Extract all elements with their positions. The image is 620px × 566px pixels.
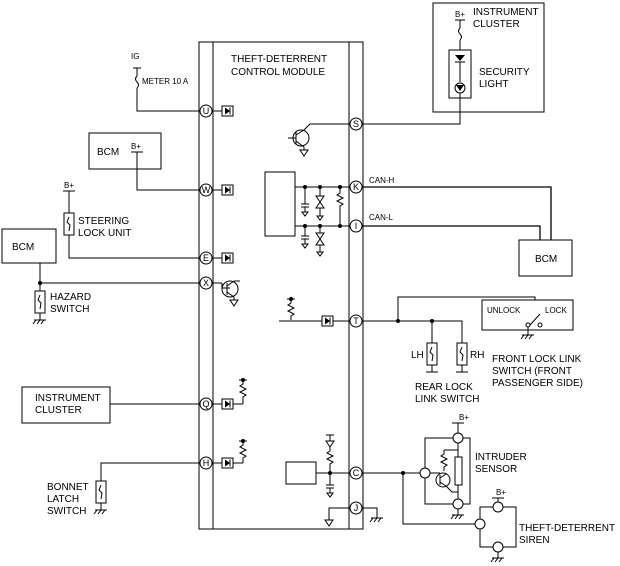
instrument-cluster-left-line2: CLUSTER	[35, 405, 82, 416]
pin-c-driver-box	[285, 461, 317, 485]
steering-lock-circuit: B+ STEERING LOCK UNIT E	[63, 181, 234, 265]
module-outline	[198, 41, 364, 530]
svg-text:U: U	[203, 106, 210, 116]
can-circuit: K I CAN-H CAN-L BCM	[264, 171, 573, 277]
security-light-diode-icon	[455, 55, 465, 61]
can-h-label: CAN-H	[369, 176, 395, 185]
instrument-cluster-top-line2: CLUSTER	[473, 19, 520, 30]
bcm-left-hazard-circuit: BCM HAZARD SWITCH X	[1, 228, 240, 325]
svg-text:K: K	[353, 182, 359, 192]
instrument-cluster-top-line1: INSTRUMENT	[473, 7, 539, 18]
bonnet-latch-circuit: BONNET LATCH SWITCH H	[47, 439, 248, 517]
lock-link-circuit: T UNLOCK LOCK FRONT LOCK LINK SWITCH (FR…	[279, 296, 583, 405]
steering-bplus: B+	[64, 181, 74, 190]
bcm-top-bplus: B+	[131, 142, 141, 151]
front-lock-link-line2: SWITCH (FRONT	[492, 366, 572, 377]
intruder-siren-circuit: C B+ INTRUDER SENSOR B+	[285, 413, 615, 563]
siren-line1: THEFT-DETERRENT	[519, 523, 615, 534]
bcm-left-box	[1, 228, 57, 264]
instrument-cluster-left-line1: INSTRUMENT	[35, 393, 101, 404]
bcm-top: BCM B+ W	[88, 132, 234, 197]
intruder-sensor-line2: SENSOR	[475, 464, 517, 475]
lock-label: LOCK	[545, 306, 567, 315]
steering-lock-line1: STEERING	[78, 216, 129, 227]
ig-label: IG	[131, 52, 139, 61]
bcm-right-label: BCM	[535, 254, 557, 265]
instrument-cluster-left-circuit: INSTRUMENT CLUSTER Q	[21, 378, 248, 424]
front-lock-link-line1: FRONT LOCK LINK	[492, 354, 582, 365]
svg-text:C: C	[353, 468, 360, 478]
rear-lock-lh-label: LH	[411, 350, 424, 361]
bcm-top-label: BCM	[97, 147, 119, 158]
bcm-right-box	[518, 239, 573, 277]
bonnet-switch-line2: LATCH	[47, 494, 79, 505]
svg-text:E: E	[203, 253, 209, 263]
rear-lock-link-line1: REAR LOCK	[415, 382, 473, 393]
svg-text:Q: Q	[202, 399, 209, 409]
module-title-line2: CONTROL MODULE	[231, 67, 325, 78]
intruder-sensor-transistor-icon	[435, 472, 451, 488]
module-title-line1: THEFT-DETERRENT	[231, 54, 327, 65]
pin-s-circuit: S	[288, 117, 363, 157]
svg-text:W: W	[202, 185, 211, 195]
steering-lock-line2: LOCK UNIT	[78, 228, 131, 239]
pin-u	[199, 104, 213, 118]
pin-e	[199, 251, 213, 265]
meter-fuse-icon	[135, 75, 139, 89]
can-termination-resistor-icon	[335, 187, 345, 226]
bplus-label-cluster: B+	[455, 10, 465, 19]
security-light-line2: LIGHT	[479, 79, 508, 90]
svg-text:X: X	[203, 278, 209, 288]
pin-c-resistor-icon	[325, 450, 335, 473]
pin-j-circuit: J	[324, 501, 383, 527]
bonnet-switch-line3: SWITCH	[47, 506, 86, 517]
pin-w	[199, 183, 213, 197]
siren-bplus: B+	[496, 488, 506, 497]
svg-text:S: S	[353, 119, 359, 129]
front-lock-link-switch-box	[481, 299, 574, 331]
intruder-bplus: B+	[459, 413, 469, 422]
instrument-cluster-top: INSTRUMENT CLUSTER B+ SECURITY LIGHT	[356, 2, 545, 125]
can-l-label: CAN-L	[369, 213, 394, 222]
svg-text:I: I	[355, 221, 358, 231]
hazard-switch-line1: HAZARD	[50, 292, 91, 303]
unlock-label: UNLOCK	[487, 306, 521, 315]
instrument-cluster-left-box	[21, 386, 111, 424]
bonnet-switch-line1: BONNET	[47, 482, 89, 493]
rear-lock-link-line2: LINK SWITCH	[415, 394, 479, 405]
ig-supply-circuit: IG METER 10 A U	[131, 52, 234, 118]
rear-lock-rh-label: RH	[470, 350, 484, 361]
intruder-sensor-box	[424, 437, 471, 505]
bcm-top-box	[88, 132, 162, 170]
cluster-fuse-icon	[458, 27, 462, 41]
bcm-left-label: BCM	[12, 242, 34, 253]
front-lock-link-switch-contact-icon	[529, 313, 541, 326]
pin-h	[199, 456, 213, 470]
theft-deterrent-control-module: THEFT-DETERRENT CONTROL MODULE	[198, 41, 364, 530]
theft-deterrent-siren-box	[479, 506, 517, 548]
security-light-line1: SECURITY	[479, 67, 530, 78]
meter-fuse-label: METER 10 A	[142, 77, 189, 86]
intruder-sensor-element-icon	[454, 456, 463, 486]
svg-text:J: J	[354, 503, 359, 513]
pin-x-transistor-icon	[221, 280, 239, 298]
siren-line2: SIREN	[519, 535, 550, 546]
pin-h-pullup-resistor-icon	[238, 441, 248, 463]
pin-s-ground-icon	[299, 149, 309, 157]
pin-t-pullup-resistor-icon	[286, 299, 296, 320]
hazard-switch-line2: SWITCH	[50, 304, 89, 315]
can-transceiver-box	[264, 171, 296, 237]
intruder-sensor-line1: INTRUDER	[475, 452, 527, 463]
svg-text:T: T	[353, 316, 359, 326]
svg-text:H: H	[203, 458, 210, 468]
pin-q	[199, 397, 213, 411]
front-lock-link-line3: PASSENGER SIDE)	[492, 378, 583, 389]
pin-j-signal-ground-icon	[324, 519, 334, 527]
pin-q-pullup-resistor-icon	[238, 380, 248, 404]
